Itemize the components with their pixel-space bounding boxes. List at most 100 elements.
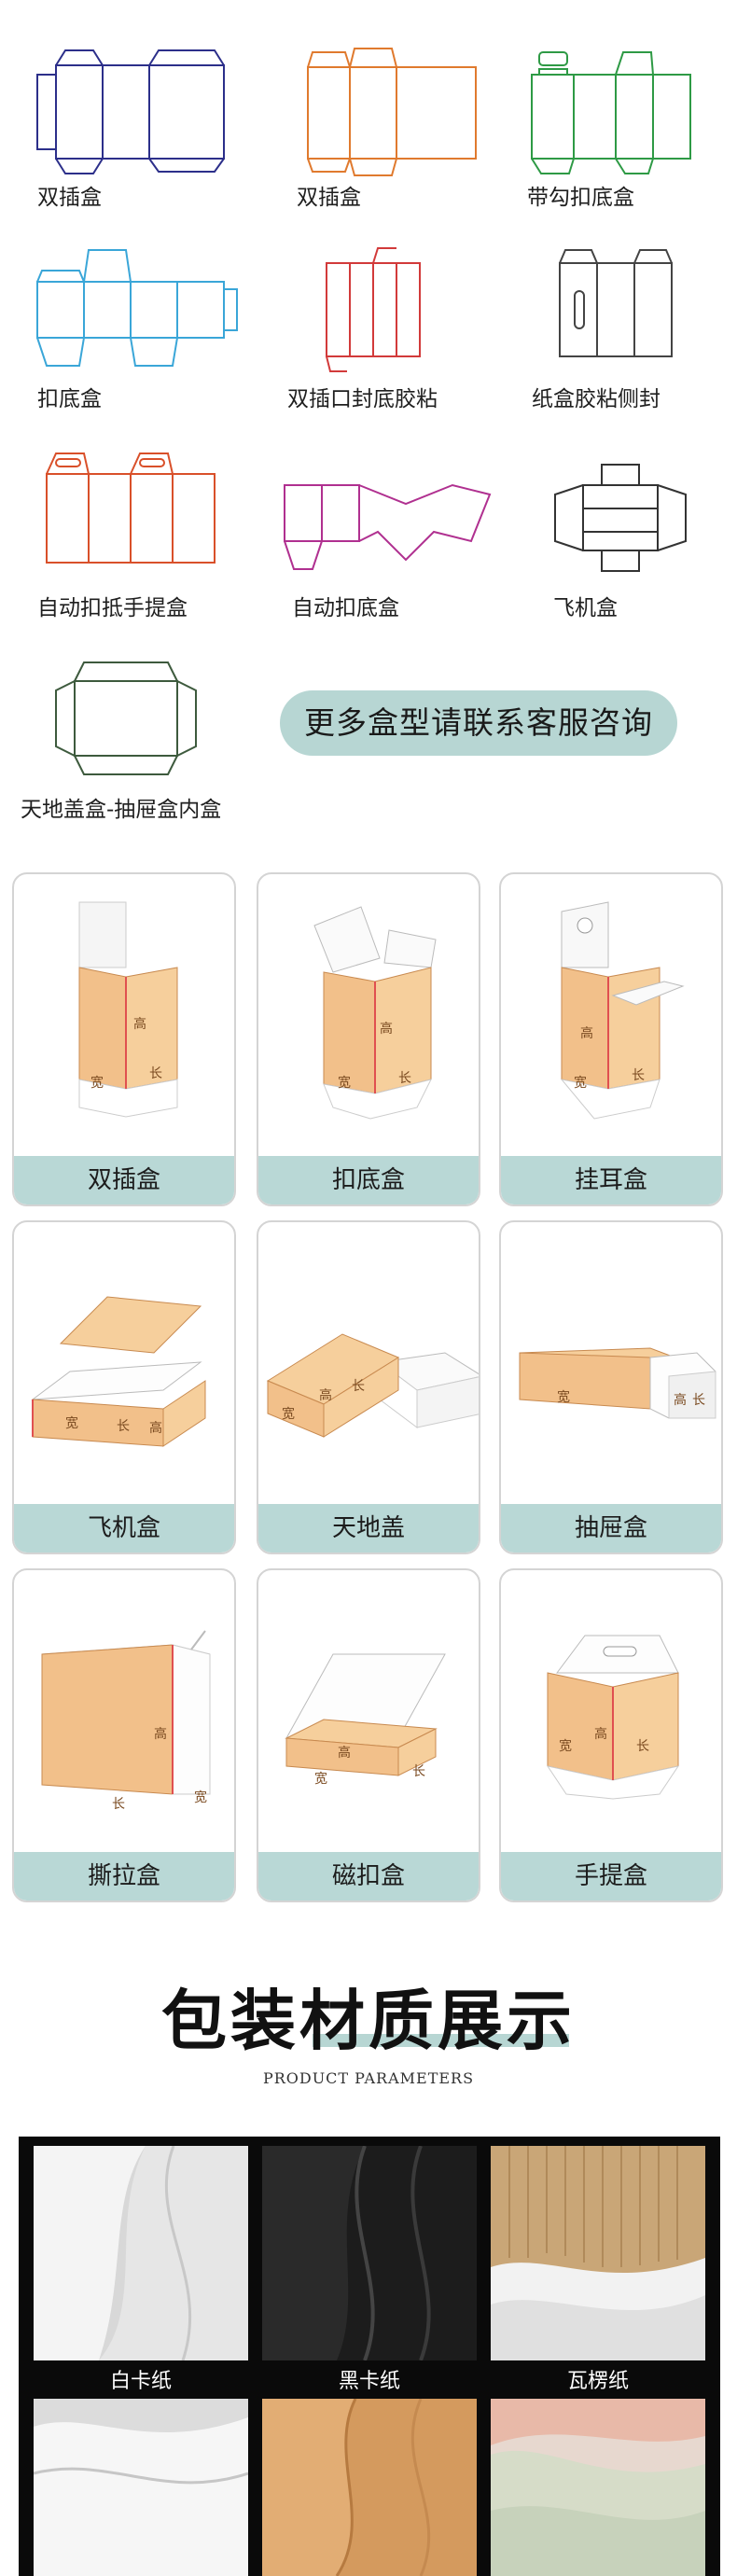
card-label: 手提盒 xyxy=(501,1852,721,1901)
dim-height: 高 xyxy=(380,1022,393,1037)
box-type-cards: 高 宽 长 双插盒 高 宽 长 扣底盒 高 宽 长 xyxy=(0,868,737,1903)
kraft-paper-icon xyxy=(262,2399,477,2576)
card-magnetic[interactable]: 高 宽 长 磁扣盒 xyxy=(257,1568,480,1902)
die-line-lock-bottom-icon xyxy=(36,249,238,367)
template-label: 自动扣底盒 xyxy=(292,596,399,620)
card-tear-strip[interactable]: 高 长 宽 撕拉盒 xyxy=(12,1568,236,1902)
template-lid-drawer[interactable] xyxy=(47,653,280,784)
material-tile-5[interactable] xyxy=(262,2399,477,2576)
card-drawer[interactable]: 宽 高 长 抽屉盒 xyxy=(499,1220,723,1554)
dim-length: 长 xyxy=(636,1739,649,1754)
dim-height: 高 xyxy=(338,1746,351,1761)
dim-width: 宽 xyxy=(559,1739,572,1754)
material-label: 白卡纸 xyxy=(109,2370,172,2393)
die-line-side-glue-icon xyxy=(559,249,673,357)
dim-width: 宽 xyxy=(557,1390,570,1405)
dim-height: 高 xyxy=(674,1393,687,1408)
dim-width: 宽 xyxy=(574,1076,587,1091)
coated-paper-icon xyxy=(34,2399,248,2576)
die-line-auto-lock-icon xyxy=(284,483,492,570)
dim-length: 长 xyxy=(352,1379,365,1394)
dim-width: 宽 xyxy=(90,1076,104,1091)
materials-subtitle: PRODUCT PARAMETERS xyxy=(262,2069,475,2087)
template-hook-bottom[interactable] xyxy=(522,47,737,177)
dim-height: 高 xyxy=(154,1727,167,1742)
dim-width: 宽 xyxy=(282,1407,295,1422)
dim-height: 高 xyxy=(319,1388,332,1403)
card-label: 天地盖 xyxy=(258,1504,479,1553)
dim-length: 长 xyxy=(692,1393,705,1408)
material-black-card[interactable] xyxy=(262,2146,477,2360)
dim-length: 长 xyxy=(398,1071,411,1086)
template-double-tuck-2[interactable] xyxy=(285,47,518,177)
white-card-paper-icon xyxy=(34,2146,248,2360)
template-double-tuck-1[interactable] xyxy=(28,47,261,177)
material-tile-6[interactable] xyxy=(491,2399,705,2576)
template-label: 天地盖盒-抽屉盒内盒 xyxy=(21,798,222,822)
template-side-glue[interactable] xyxy=(550,244,737,375)
dim-height: 高 xyxy=(580,1026,593,1041)
die-line-templates: 双插盒 双插盒 xyxy=(0,0,737,840)
template-handle-box[interactable] xyxy=(37,446,271,577)
card-handle[interactable]: 宽 高 长 手提盒 xyxy=(499,1568,723,1902)
dim-height: 高 xyxy=(133,1017,146,1032)
template-label: 纸盒胶粘侧封 xyxy=(532,387,661,411)
card-lid-base[interactable]: 宽 高 长 天地盖 xyxy=(257,1220,480,1554)
die-line-handle-box-icon xyxy=(46,453,216,564)
die-line-mailer-icon xyxy=(554,464,687,572)
template-auto-lock-bottom[interactable] xyxy=(275,466,508,578)
template-lock-bottom[interactable] xyxy=(28,244,261,375)
template-label: 双插盒 xyxy=(297,186,361,210)
die-line-lid-drawer-icon xyxy=(55,661,197,775)
specialty-paper-icon xyxy=(491,2399,705,2576)
box-double-tuck-icon xyxy=(78,901,178,1118)
die-line-double-tuck-icon xyxy=(307,48,477,176)
card-label: 双插盒 xyxy=(14,1156,234,1204)
box-tear-strip-icon xyxy=(41,1630,211,1795)
template-label: 带勾扣底盒 xyxy=(527,186,634,210)
template-mailer[interactable] xyxy=(546,457,737,578)
materials-title: 包装材质展示 xyxy=(161,1982,576,2059)
card-lock-bottom[interactable]: 高 宽 长 扣底盒 xyxy=(257,872,480,1206)
dim-length: 长 xyxy=(632,1068,645,1083)
contact-service-pill[interactable]: 更多盒型请联系客服咨询 xyxy=(280,690,677,756)
box-lid-base-icon xyxy=(266,1333,479,1438)
card-label: 扣底盒 xyxy=(258,1156,479,1204)
template-label: 双插盒 xyxy=(37,186,102,210)
title-underline xyxy=(313,2034,569,2047)
dim-height: 高 xyxy=(594,1727,607,1742)
card-mailer[interactable]: 宽 长 高 飞机盒 xyxy=(12,1220,236,1554)
card-hang-tab[interactable]: 高 宽 长 挂耳盒 xyxy=(499,872,723,1206)
dim-height: 高 xyxy=(149,1421,162,1436)
dim-width: 宽 xyxy=(194,1790,207,1805)
template-label: 扣底盒 xyxy=(37,387,102,411)
material-corrugated[interactable] xyxy=(491,2146,705,2360)
template-tuck-glue-bottom[interactable] xyxy=(317,244,550,375)
template-label: 飞机盒 xyxy=(553,596,618,620)
die-line-hook-bottom-icon xyxy=(531,51,691,174)
card-label: 撕拉盒 xyxy=(14,1852,234,1901)
material-tile-4[interactable] xyxy=(34,2399,248,2576)
dim-length: 长 xyxy=(149,1066,162,1081)
dim-width: 宽 xyxy=(65,1416,78,1431)
die-line-double-tuck-icon xyxy=(36,49,225,174)
card-label: 抽屉盒 xyxy=(501,1504,721,1553)
box-magnetic-icon xyxy=(285,1653,446,1776)
corrugated-paper-icon xyxy=(491,2146,705,2360)
material-label: 瓦楞纸 xyxy=(566,2370,629,2393)
box-drawer-icon xyxy=(519,1347,716,1419)
dim-width: 宽 xyxy=(338,1076,351,1091)
black-card-paper-icon xyxy=(262,2146,477,2360)
card-double-tuck[interactable]: 高 宽 长 双插盒 xyxy=(12,872,236,1206)
materials-panel: 白卡纸 黑卡纸 瓦楞纸 xyxy=(19,2137,720,2576)
material-white-card[interactable] xyxy=(34,2146,248,2360)
dim-length: 长 xyxy=(117,1419,130,1434)
box-lock-bottom-icon xyxy=(313,906,437,1120)
die-line-tuck-glue-icon xyxy=(326,247,421,372)
dim-width: 宽 xyxy=(314,1772,327,1787)
template-label: 双插口封底胶粘 xyxy=(287,387,438,411)
material-label: 黑卡纸 xyxy=(338,2370,400,2393)
card-label: 飞机盒 xyxy=(14,1504,234,1553)
box-handle-icon xyxy=(546,1635,680,1800)
dim-length: 长 xyxy=(412,1764,425,1779)
